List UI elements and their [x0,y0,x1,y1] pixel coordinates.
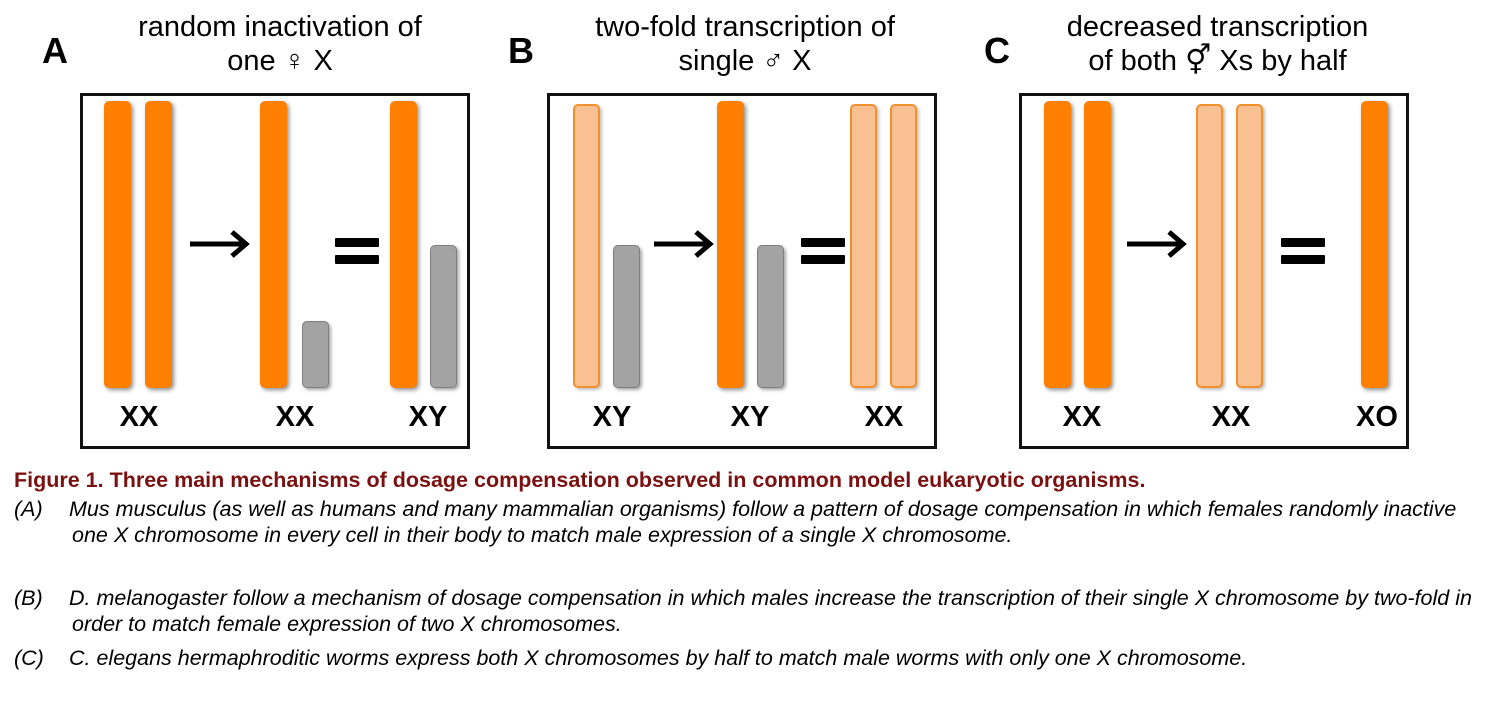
x-chromosome-active [1084,101,1111,388]
genotype-label: XY [592,401,632,433]
y-chromosome [613,245,640,388]
genotype-label: XO [1356,401,1398,433]
panel-c-letter: C [984,30,1010,71]
x-chromosome-half-active [1196,104,1223,388]
panel-a-title-line2: one ♀ X [227,45,333,77]
x-chromosome-active [1361,101,1388,388]
arrow-icon [1127,230,1187,258]
panel-a-title: random inactivation of one ♀ X [90,10,470,78]
equals-sign [801,238,845,264]
equals-sign [1281,238,1325,264]
panel-b-title-line2: single ♂ X [678,45,812,77]
panel-c-title-line1: decreased transcription [1066,11,1369,43]
panel-b-title: two-fold transcription of single ♂ X [555,10,935,78]
y-chromosome [302,321,329,388]
panel-b-frame [547,93,937,449]
y-chromosome [757,245,784,388]
genotype-label: XX [864,401,904,433]
caption-item-a: (A) Mus musculus (as well as humans and … [14,496,1494,548]
caption-item-label: (B) [14,586,43,610]
caption-item-text: C. elegans hermaphroditic worms express … [69,646,1248,670]
genotype-label: XX [275,401,315,433]
x-chromosome-half-active [850,104,877,388]
caption-item-c: (C) C. elegans hermaphroditic worms expr… [14,645,1494,671]
panel-c-title-line2: of both ⚥ Xs by half [1088,45,1347,77]
arrow-icon [190,230,250,258]
x-chromosome-active [717,101,744,388]
caption-item-b: (B) D. melanogaster follow a mechanism o… [14,585,1494,637]
x-chromosome-active [1044,101,1071,388]
arrow-icon [654,230,714,258]
panel-b-letter: B [508,30,534,71]
genotype-label: XX [1211,401,1251,433]
x-chromosome-half-active [573,104,600,388]
panel-a-letter: A [42,30,68,71]
genotype-label: XY [408,401,448,433]
panel-a-frame [80,93,470,449]
panel-c-frame [1019,93,1409,449]
x-chromosome-active [260,101,287,388]
genotype-label: XX [1062,401,1102,433]
panel-a-title-line1: random inactivation of [138,11,422,43]
caption-item-text: D. melanogaster follow a mechanism of do… [69,586,1472,636]
genotype-label: XY [730,401,770,433]
y-chromosome [430,245,457,388]
x-chromosome-active [104,101,131,388]
x-chromosome-half-active [890,104,917,388]
x-chromosome-active [145,101,172,388]
caption-item-label: (A) [14,497,43,521]
x-chromosome-active [390,101,417,388]
x-chromosome-half-active [1236,104,1263,388]
equals-sign [335,238,379,264]
panel-c-title: decreased transcription of both ⚥ Xs by … [1030,10,1405,78]
caption-item-text: Mus musculus (as well as humans and many… [69,497,1457,547]
figure-caption-title: Figure 1. Three main mechanisms of dosag… [14,468,1146,492]
genotype-label: XX [119,401,159,433]
panel-b-title-line1: two-fold transcription of [595,11,895,43]
caption-item-label: (C) [14,646,44,670]
